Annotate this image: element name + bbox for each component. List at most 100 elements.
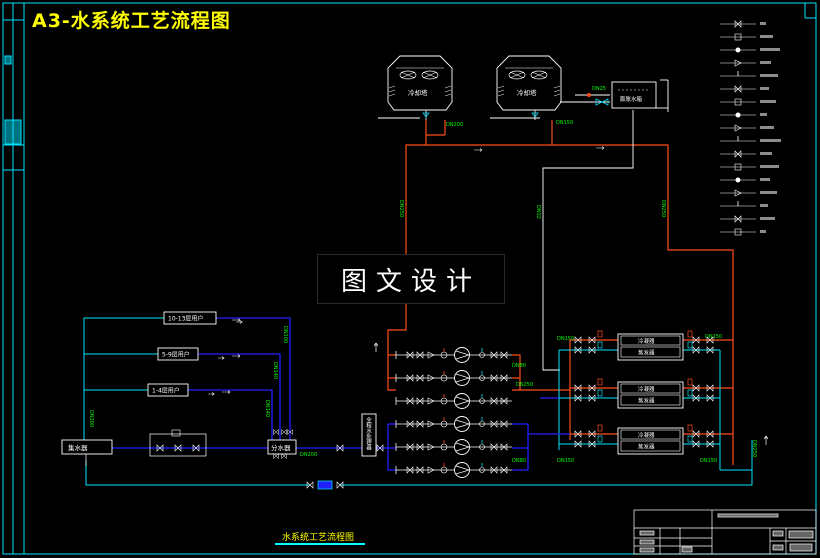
flow-switch-icon <box>687 424 693 432</box>
legend-text-stub <box>760 87 769 90</box>
gauge-icon <box>479 467 485 473</box>
flow-arrow-icon <box>373 342 379 352</box>
valve-icon <box>490 374 498 382</box>
fan-icon <box>421 70 439 80</box>
legend-text-stub <box>760 22 766 25</box>
legend-text-stub <box>760 113 767 116</box>
valve-icon <box>588 440 596 448</box>
flow-switch-icon <box>597 424 603 432</box>
valve-icon <box>273 452 279 460</box>
pipe-size-label: DN80 <box>512 458 526 464</box>
valve-icon <box>490 466 498 474</box>
fan-icon <box>508 70 526 80</box>
balance-valve-icon <box>735 112 741 118</box>
pump-set <box>395 370 512 386</box>
electric-valve-icon <box>735 177 741 183</box>
pipe-size-label: DN25 <box>592 86 606 92</box>
watermark: 图文设计 <box>317 254 505 304</box>
collector: 集水器 <box>61 439 113 466</box>
flow-arrow-icon <box>222 390 231 394</box>
hatch-mark <box>497 85 505 89</box>
valve-icon <box>406 420 414 428</box>
pipe-size-label: DN140 <box>264 400 270 417</box>
legend-text-stub <box>760 204 768 207</box>
condenser-label: 冷凝器 <box>638 385 655 393</box>
valve-icon <box>416 420 424 428</box>
pump-impeller <box>455 465 471 475</box>
valve-icon <box>416 374 424 382</box>
pump-icon <box>454 347 470 363</box>
pipe-size-label: DN250 <box>660 200 666 217</box>
pump-impeller <box>455 396 471 406</box>
valve-icon <box>588 430 596 438</box>
pipe-size-label: DN250 <box>751 440 757 457</box>
return-meter <box>306 480 344 490</box>
pump-icon <box>454 370 470 386</box>
valve-icon <box>306 481 314 489</box>
valve-icon <box>574 440 582 448</box>
valve-icon <box>281 428 287 436</box>
legend-item <box>720 124 774 132</box>
chilled-return-loop <box>83 317 753 486</box>
pipe-size-label: DN200 <box>300 452 317 458</box>
legend-text-stub <box>760 48 780 51</box>
chilled-supply-loop <box>112 317 570 471</box>
gauge-icon <box>479 444 485 450</box>
legend-item <box>720 85 769 93</box>
gate-valve-icon <box>734 33 742 41</box>
pipe-size-label: DN150 <box>557 336 574 342</box>
valve-icon <box>174 444 182 452</box>
check-valve-icon <box>427 374 435 382</box>
flow-arrow-icon <box>218 356 225 360</box>
valve-icon <box>406 397 414 405</box>
expansion-tank: 膨胀水箱 <box>587 81 657 109</box>
flow-switch-icon <box>687 435 693 443</box>
valve-icon <box>490 397 498 405</box>
pressure-gauge-icon <box>734 85 742 93</box>
legend-item <box>720 47 780 53</box>
valve-icon <box>273 428 279 436</box>
valve-icon <box>422 112 430 118</box>
flow-switch-icon <box>597 389 603 397</box>
hatch-mark <box>388 89 396 93</box>
valve-icon <box>406 466 414 474</box>
pipe-size-label: DN32 <box>535 205 541 219</box>
flow-switch-icon <box>597 378 603 386</box>
equipment-layer: 冷却塔冷却塔膨胀水箱10-13层用户5-9层用户1-4层用户集水器分水器全程水处… <box>61 55 769 490</box>
check-valve-icon <box>427 443 435 451</box>
pump-impeller <box>455 419 471 429</box>
condenser-box <box>620 383 681 394</box>
condenser-box <box>620 429 681 440</box>
page-title: A3-水系统工艺流程图 <box>32 10 231 32</box>
caption-underline <box>275 543 365 545</box>
evaporator-label: 蒸发器 <box>638 349 655 357</box>
valve-icon <box>588 394 596 402</box>
valve-icon <box>706 430 714 438</box>
legend-text-stub <box>760 152 772 155</box>
cooling-tower-body <box>496 55 562 111</box>
flow-arrow-icon <box>596 146 605 150</box>
legend-item <box>720 189 777 197</box>
valve-icon <box>192 444 200 452</box>
legend-text-stub <box>760 100 776 103</box>
pipe-size-label: DN150 <box>700 458 717 464</box>
legend-item <box>720 20 766 28</box>
hatch-mark <box>553 93 561 97</box>
evaporator-box <box>620 346 681 358</box>
pipe-size-label: DN100 <box>282 326 288 343</box>
pipe-size-label: DN250 <box>516 382 533 388</box>
valve-icon <box>706 440 714 448</box>
pipe-size-label: DN150 <box>705 334 722 340</box>
valve-icon <box>406 351 414 359</box>
hatch-mark <box>444 93 452 97</box>
pipe-size-label: DN140 <box>272 362 278 379</box>
condenser-label: 冷凝器 <box>638 337 655 345</box>
condenser-box <box>620 335 681 346</box>
valve-icon <box>416 466 424 474</box>
water-meter-icon <box>734 215 742 223</box>
user-branch-box <box>147 383 189 397</box>
legend-text-stub <box>760 230 766 233</box>
pump-impeller <box>455 373 471 383</box>
